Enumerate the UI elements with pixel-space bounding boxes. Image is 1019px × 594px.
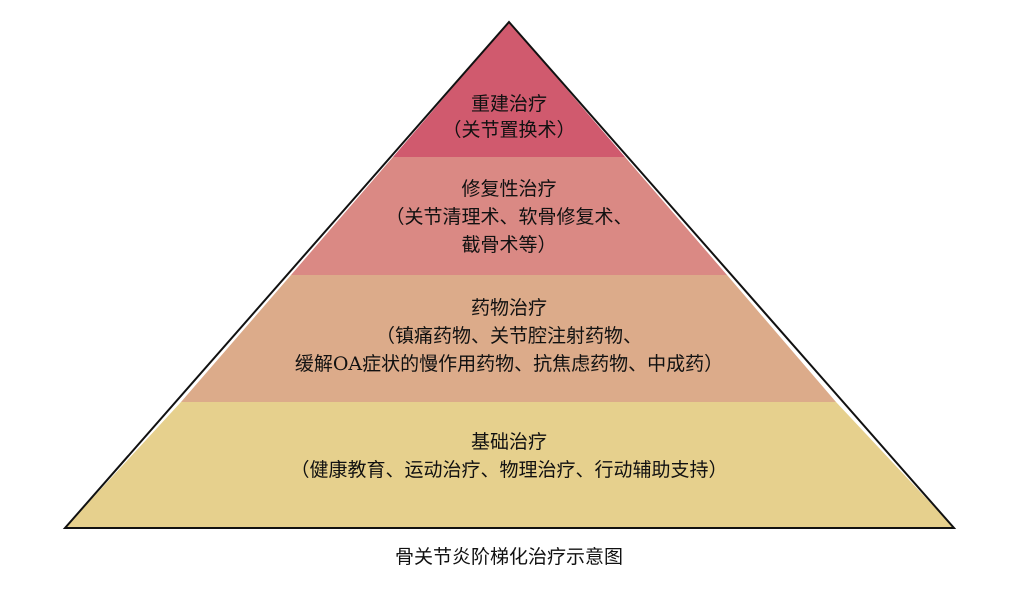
tier-3-title: 药物治疗: [471, 297, 547, 319]
tier-2-detail-line-2: 截骨术等）: [461, 234, 556, 256]
tier-3-detail-line-1: （镇痛药物、关节腔注射药物、: [376, 325, 642, 347]
tier-4-band: [65, 402, 954, 528]
tier-3-band: [181, 275, 836, 402]
tier-4-title: 基础治疗: [471, 431, 547, 453]
tier-4-detail: （健康教育、运动治疗、物理治疗、行动辅助支持）: [290, 459, 727, 481]
tier-2-title: 修复性治疗: [461, 178, 556, 200]
diagram-caption: 骨关节炎阶梯化治疗示意图: [395, 546, 623, 568]
pyramid-outline: [62, 20, 957, 529]
tier-1-band: [393, 22, 625, 157]
tier-3-detail-line-2: 缓解OA症状的慢作用药物、抗焦虑药物、中成药）: [295, 353, 723, 375]
tier-1-title: 重建治疗: [471, 93, 547, 115]
tier-2-band: [291, 157, 727, 275]
tier-2-detail-line-1: （关节清理术、软骨修复术、: [385, 206, 632, 228]
tier-1-detail: （关节置换术）: [442, 119, 575, 141]
